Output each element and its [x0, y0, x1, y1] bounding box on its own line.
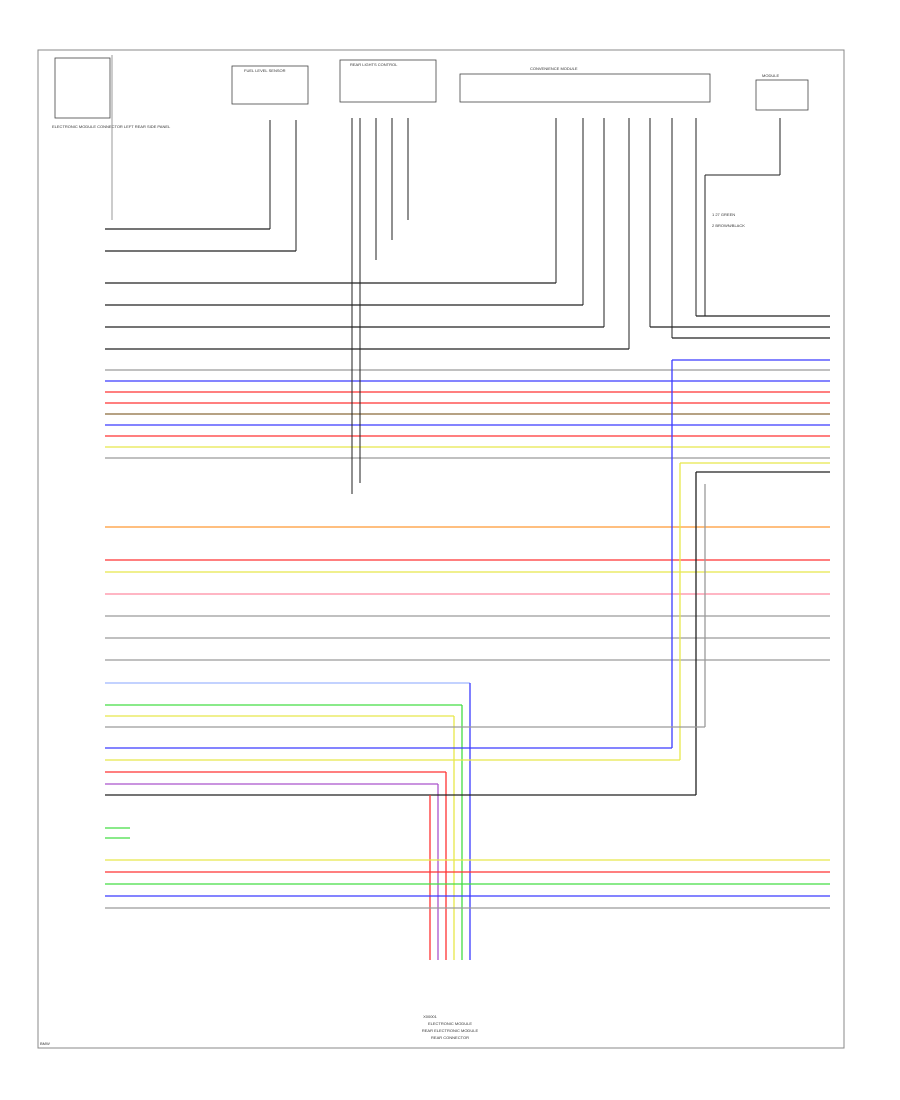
vertical-wires [269, 118, 781, 494]
bottom-caption-line4: REAR CONNECTOR [431, 1035, 469, 1040]
legend-item-2: 2 BROWN/BLACK [712, 223, 745, 228]
fuel-level-sensor-box [231, 65, 309, 105]
left-module-caption: ELECTRONIC MODULE CONNECTOR LEFT REAR SI… [52, 124, 171, 129]
right-module-label: MODULE [762, 73, 779, 78]
rear-lights-control-label: REAR LIGHTS CONTROL [350, 62, 398, 67]
footer-code: BMW [40, 1041, 50, 1046]
convenience-module-label: CONVENIENCE MODULE [530, 66, 578, 71]
upper-wires [105, 228, 830, 350]
rear-lights-control-box [339, 59, 437, 103]
bottom-caption-line1: X00001 [423, 1014, 438, 1019]
bottom-bus-wires [105, 827, 830, 909]
lower-wires [105, 682, 705, 960]
fuel-level-sensor-label: FUEL LEVEL SENSOR [244, 68, 286, 73]
diagram-frame [37, 49, 845, 1049]
bottom-caption-line2: ELECTRONIC MODULE [428, 1021, 472, 1026]
convenience-module-box [459, 73, 711, 103]
legend-item-1: 1 27 GREEN [712, 212, 735, 217]
bottom-caption-line3: REAR ELECTRONIC MODULE [422, 1028, 479, 1033]
right-vertical-wires [671, 359, 830, 795]
right-module-box [755, 79, 809, 111]
left-module-box [54, 57, 111, 119]
horizontal-wires [105, 369, 830, 661]
